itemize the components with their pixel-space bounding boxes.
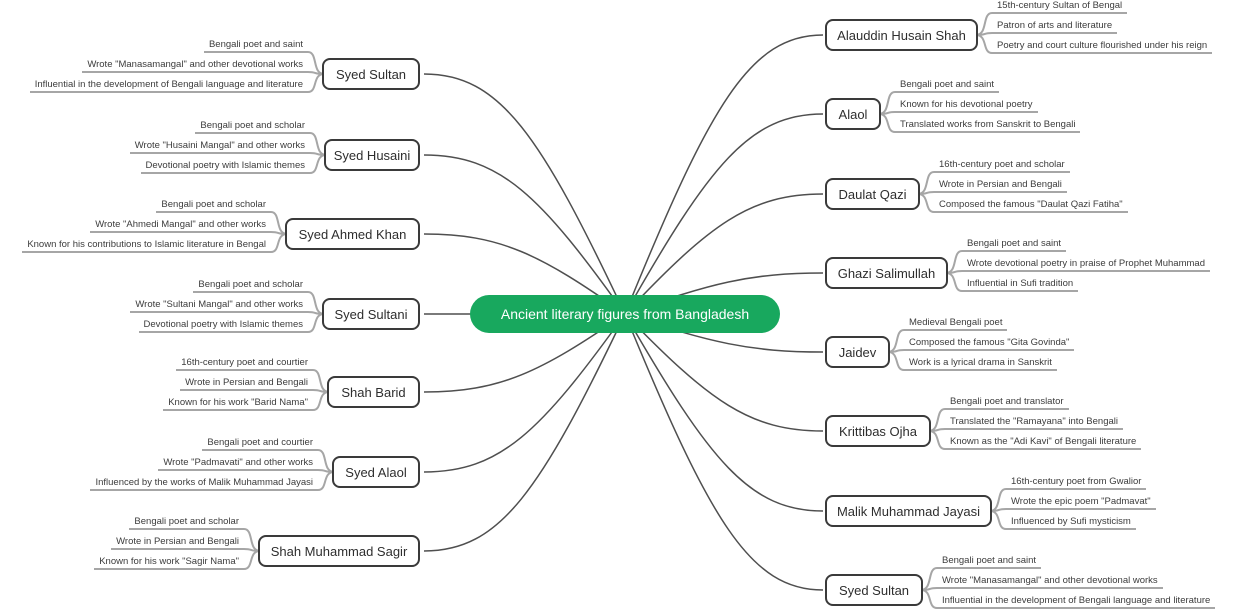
leaf-item[interactable]: Wrote "Manasamangal" and other devotiona… xyxy=(82,58,308,73)
leaf-item[interactable]: Known for his devotional poetry xyxy=(895,98,1038,113)
leaf-item[interactable]: Translated the "Ramayana" into Bengali xyxy=(945,415,1123,430)
leaf-connector xyxy=(307,313,325,333)
leaf-item[interactable]: Wrote "Padmavati" and other works xyxy=(158,456,318,471)
leaf-connector xyxy=(887,351,905,371)
leaf-item[interactable]: Wrote "Ahmedi Mangal" and other works xyxy=(90,218,271,233)
leaf-item[interactable]: Wrote in Persian and Bengali xyxy=(111,535,244,550)
leaf-item[interactable]: Wrote devotional poetry in praise of Pro… xyxy=(962,257,1210,272)
branch-link xyxy=(423,313,626,473)
leaf-item[interactable]: 15th-century Sultan of Bengal xyxy=(992,0,1128,14)
leaf-item[interactable]: Known for his work "Barid Nama" xyxy=(163,396,313,411)
leaf-connector xyxy=(920,589,938,609)
leaf-connector xyxy=(975,34,993,54)
branch-link xyxy=(624,113,824,315)
leaf-item[interactable]: Influential in Sufi tradition xyxy=(962,277,1079,292)
topic-node-syed-sultan-left[interactable]: Syed Sultan xyxy=(322,58,420,90)
leaf-item[interactable]: Devotional poetry with Islamic themes xyxy=(140,159,310,174)
topic-node-shah-muhammad-sagir[interactable]: Shah Muhammad Sagir xyxy=(258,535,420,567)
leaf-connector xyxy=(243,550,261,570)
branch-link xyxy=(624,313,824,432)
leaf-connector xyxy=(989,510,1007,530)
topic-node-shah-barid[interactable]: Shah Barid xyxy=(327,376,420,408)
leaf-item[interactable]: Devotional poetry with Islamic themes xyxy=(138,318,308,333)
leaf-item[interactable]: Influential in the development of Bengal… xyxy=(937,594,1216,609)
leaf-item[interactable]: Known for his work "Sagir Nama" xyxy=(94,555,244,570)
leaf-item[interactable]: Bengali poet and translator xyxy=(945,395,1069,410)
leaf-item[interactable]: 16th-century poet from Gwalior xyxy=(1006,475,1147,490)
leaf-item[interactable]: Work is a lyrical drama in Sanskrit xyxy=(904,356,1057,371)
topic-node-syed-alaol[interactable]: Syed Alaol xyxy=(332,456,420,488)
topic-node-alaol[interactable]: Alaol xyxy=(825,98,881,130)
branch-link xyxy=(624,313,824,512)
leaf-item[interactable]: Known as the "Adi Kavi" of Bengali liter… xyxy=(945,435,1142,450)
leaf-connector xyxy=(945,250,963,274)
leaf-connector xyxy=(312,391,330,411)
branch-link xyxy=(423,313,626,552)
leaf-connector xyxy=(309,154,327,174)
topic-node-alauddin-husain-shah[interactable]: Alauddin Husain Shah xyxy=(825,19,978,51)
topic-node-krittibas-ojha[interactable]: Krittibas Ojha xyxy=(825,415,931,447)
leaf-item[interactable]: Bengali poet and scholar xyxy=(193,278,308,293)
leaf-item[interactable]: Composed the famous "Gita Govinda" xyxy=(904,336,1075,351)
leaf-connector xyxy=(270,233,288,253)
leaf-item[interactable]: Bengali poet and saint xyxy=(895,78,1000,93)
leaf-item[interactable]: Bengali poet and scholar xyxy=(195,119,310,134)
leaf-connector xyxy=(917,171,935,195)
leaf-item[interactable]: Bengali poet and saint xyxy=(203,38,308,53)
leaf-item[interactable]: Wrote "Husaini Mangal" and other works xyxy=(129,139,310,154)
leaf-item[interactable]: Wrote the epic poem "Padmavat" xyxy=(1006,495,1156,510)
branch-link xyxy=(624,34,824,315)
leaf-item[interactable]: Medieval Bengali poet xyxy=(904,316,1008,331)
leaf-connector xyxy=(989,488,1007,512)
leaf-connector xyxy=(887,329,905,353)
leaf-connector xyxy=(945,272,963,292)
topic-node-syed-sultan-right[interactable]: Syed Sultan xyxy=(825,574,923,606)
leaf-item[interactable]: Wrote in Persian and Bengali xyxy=(934,178,1067,193)
leaf-item[interactable]: Bengali poet and scholar xyxy=(156,198,271,213)
leaf-connectors xyxy=(243,12,1007,609)
leaf-connector xyxy=(878,91,896,115)
central-topic[interactable]: Ancient literary figures from Bangladesh xyxy=(470,295,780,333)
leaf-connector xyxy=(975,12,993,36)
leaf-item[interactable]: Patron of arts and literature xyxy=(992,19,1118,34)
topic-node-syed-husaini[interactable]: Syed Husaini xyxy=(324,139,420,171)
leaf-item[interactable]: Wrote "Sultani Mangal" and other works xyxy=(130,298,308,313)
leaf-connector xyxy=(917,193,935,213)
leaf-item[interactable]: 16th-century poet and courtier xyxy=(176,356,313,371)
leaf-item[interactable]: Wrote in Persian and Bengali xyxy=(180,376,313,391)
leaf-item[interactable]: Wrote "Manasamangal" and other devotiona… xyxy=(937,574,1163,589)
leaf-item[interactable]: Influential in the development of Bengal… xyxy=(29,78,308,93)
leaf-connector xyxy=(928,430,946,450)
leaf-item[interactable]: Influenced by the works of Malik Muhamma… xyxy=(90,476,318,491)
branch-link xyxy=(423,154,626,315)
branch-link xyxy=(423,233,626,315)
leaf-item[interactable]: Bengali poet and saint xyxy=(962,237,1067,252)
leaf-item[interactable]: 16th-century poet and scholar xyxy=(934,158,1070,173)
topic-node-malik-muhammad-jayasi[interactable]: Malik Muhammad Jayasi xyxy=(825,495,992,527)
leaf-connector xyxy=(307,73,325,93)
branch-link xyxy=(624,313,824,591)
leaf-item[interactable]: Bengali poet and saint xyxy=(937,554,1042,569)
topic-node-syed-sultani[interactable]: Syed Sultani xyxy=(322,298,420,330)
branch-link xyxy=(423,313,626,393)
leaf-item[interactable]: Influenced by Sufi mysticism xyxy=(1006,515,1136,530)
topic-node-daulat-qazi[interactable]: Daulat Qazi xyxy=(825,178,920,210)
leaf-connector xyxy=(920,567,938,591)
topic-node-syed-ahmed-khan[interactable]: Syed Ahmed Khan xyxy=(285,218,420,250)
topic-node-ghazi-salimullah[interactable]: Ghazi Salimullah xyxy=(825,257,948,289)
leaf-item[interactable]: Poetry and court culture flourished unde… xyxy=(992,39,1213,54)
branch-link xyxy=(423,73,626,315)
leaf-item[interactable]: Known for his contributions to Islamic l… xyxy=(22,238,271,253)
leaf-connector xyxy=(928,408,946,432)
leaf-item[interactable]: Bengali poet and courtier xyxy=(202,436,318,451)
leaf-item[interactable]: Composed the famous "Daulat Qazi Fatiha" xyxy=(934,198,1128,213)
leaf-item[interactable]: Translated works from Sanskrit to Bengal… xyxy=(895,118,1081,133)
leaf-item[interactable]: Bengali poet and scholar xyxy=(129,515,244,530)
leaf-connector xyxy=(317,471,335,491)
leaf-connector xyxy=(878,113,896,133)
topic-node-jaidev[interactable]: Jaidev xyxy=(825,336,890,368)
branch-link xyxy=(624,193,824,315)
